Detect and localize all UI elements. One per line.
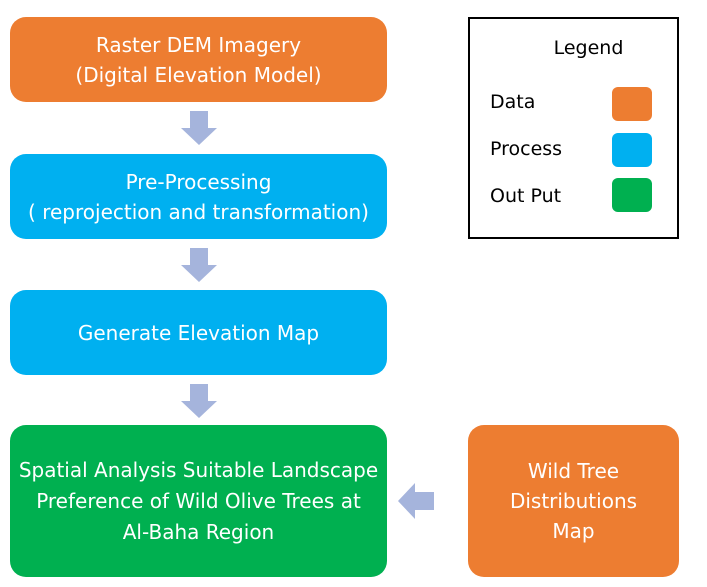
legend-swatch-data (612, 87, 652, 121)
generate-elevation-map-label: Generate Elevation Map (77, 320, 320, 345)
dem-imagery-box: Raster DEM Imagery (Digital Elevation Mo… (10, 17, 387, 102)
generate-elevation-map-box: Generate Elevation Map (10, 290, 387, 375)
legend-label-output: Out Put (490, 185, 562, 207)
pre-processing-line1: Pre-Processing (125, 169, 272, 194)
legend-label-data: Data (490, 91, 536, 113)
legend-swatch-process (612, 133, 652, 167)
wild-tree-distribution-box: Wild Tree Distributions Map (468, 425, 679, 577)
output-line3: Al-Baha Region (122, 519, 275, 544)
spatial-analysis-output-box: Spatial Analysis Suitable Landscape Pref… (10, 425, 387, 577)
output-line2: Preference of Wild Olive Trees at (36, 488, 361, 513)
dem-imagery-line1: Raster DEM Imagery (95, 32, 302, 57)
pre-processing-box: Pre-Processing ( reprojection and transf… (10, 154, 387, 239)
left-arrow-icon (398, 483, 434, 519)
wild-tree-line3: Map (552, 519, 595, 543)
legend: Legend Data Process Out Put (468, 17, 679, 239)
pre-processing-line2: ( reprojection and transformation) (28, 199, 369, 224)
down-arrow-icon (181, 248, 217, 282)
legend-label-process: Process (490, 138, 563, 160)
wild-tree-line2: Distributions (509, 489, 638, 513)
legend-title: Legend (553, 37, 624, 59)
legend-swatch-output (612, 178, 652, 212)
output-line1: Spatial Analysis Suitable Landscape (18, 457, 379, 482)
down-arrow-icon (181, 384, 217, 418)
down-arrow-icon (181, 111, 217, 145)
dem-imagery-line2: (Digital Elevation Model) (75, 62, 322, 87)
wild-tree-line1: Wild Tree (527, 459, 620, 483)
